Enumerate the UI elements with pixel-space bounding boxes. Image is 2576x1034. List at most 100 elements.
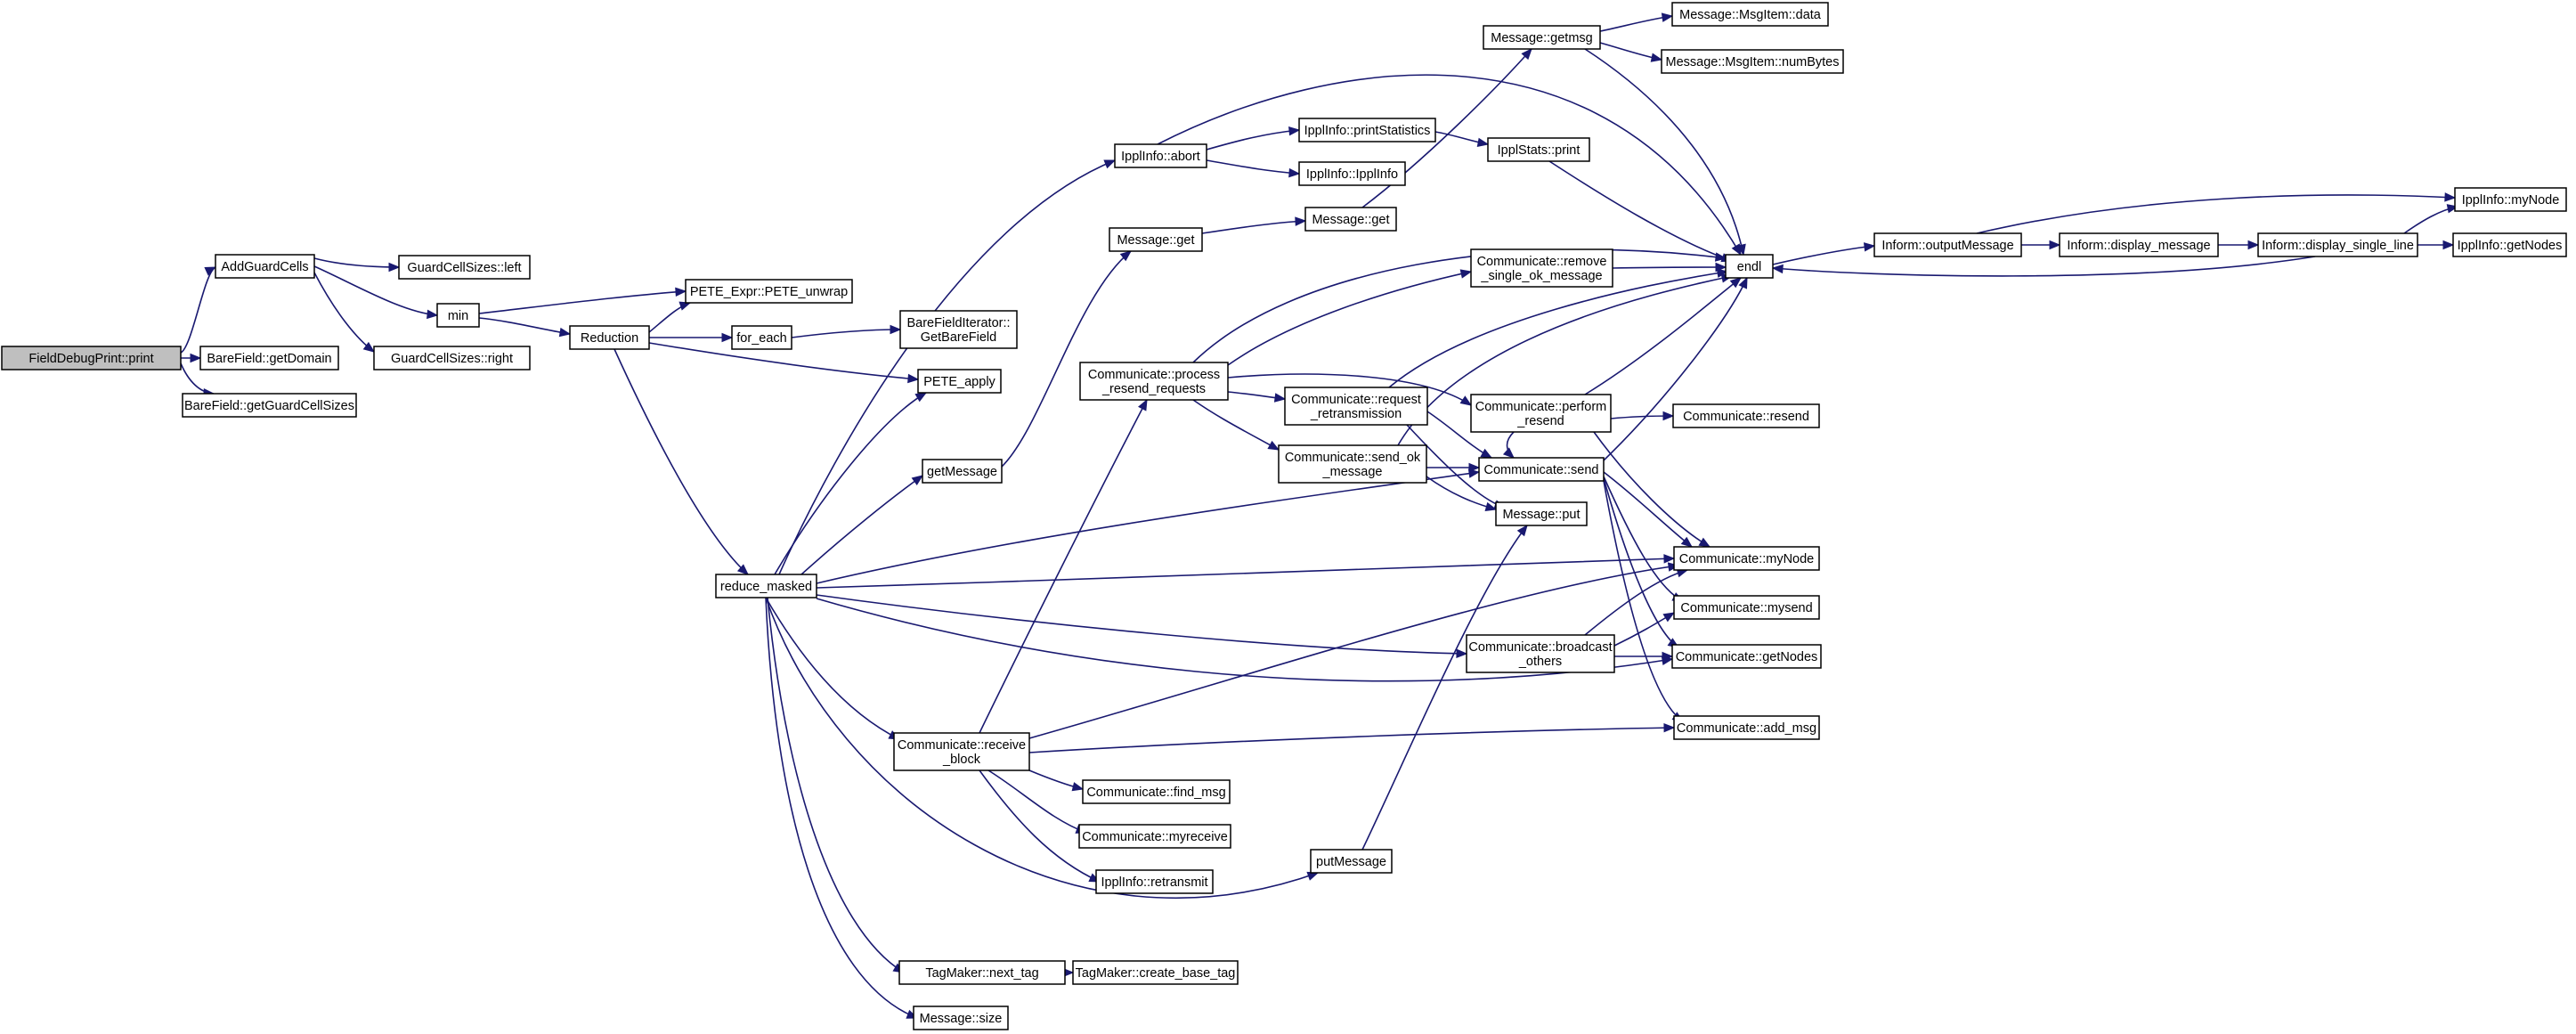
node-ipplinfo-mynode[interactable]: IpplInfo::myNode <box>2454 187 2567 212</box>
node-fielddebugprint-print[interactable]: FieldDebugPrint::print <box>1 346 182 370</box>
arrowhead-icon <box>914 392 928 403</box>
node-communicate-mysend[interactable]: Communicate::mysend <box>1673 595 1820 620</box>
arrowhead-icon <box>1071 782 1085 792</box>
node-box <box>1072 960 1239 985</box>
edge-n0-n2 <box>181 353 202 363</box>
edge-n8-n9 <box>648 332 734 343</box>
edge-line <box>1772 256 2316 277</box>
edge-n34-n41 <box>1603 471 1694 548</box>
node-communicate-broadcast-others[interactable]: Communicate::broadcast_others <box>1466 634 1615 673</box>
node-communicate-receive-block[interactable]: Communicate::receive_block <box>893 732 1030 771</box>
edge-line <box>313 257 400 268</box>
node-message-size[interactable]: Message::size <box>913 1006 1009 1030</box>
node-pete-apply[interactable]: PETE_apply <box>917 369 1002 394</box>
node-communicate-mynode[interactable]: Communicate::myNode <box>1673 546 1820 571</box>
node-ipplinfo-ipplinfo[interactable]: IpplInfo::IpplInfo <box>1298 161 1406 186</box>
node-barefielditerator-getbarefield[interactable]: BareFieldIterator::GetBareField <box>899 310 1018 349</box>
node-message-msgitem-numbytes[interactable]: Message::MsgItem::numBytes <box>1661 49 1844 74</box>
node-box <box>1478 457 1605 482</box>
node-barefield-getguardcellsizes[interactable]: BareField::getGuardCellSizes <box>182 393 357 418</box>
edge-line <box>1192 399 1280 451</box>
node-communicate-perform-resend[interactable]: Communicate::perform_resend <box>1470 394 1612 433</box>
node-communicate-getnodes[interactable]: Communicate::getNodes <box>1671 644 1822 669</box>
node-label: endl <box>1737 260 1761 274</box>
node-barefield-getdomain[interactable]: BareField::getDomain <box>199 346 339 370</box>
node-ipplstats-print[interactable]: IpplStats::print <box>1487 137 1590 162</box>
node-pete-expr-pete-unwrap[interactable]: PETE_Expr::PETE_unwrap <box>685 279 853 304</box>
node-min[interactable]: min <box>436 303 480 328</box>
node-guardcellsizes-left[interactable]: GuardCellSizes::left <box>398 255 531 280</box>
node-for-each[interactable]: for_each <box>731 325 792 350</box>
node-endl[interactable]: endl <box>1725 254 1774 279</box>
node-label: IpplInfo::abort <box>1121 150 1200 164</box>
node-label: Message::MsgItem::data <box>1679 8 1822 22</box>
node-box <box>1671 2 1829 27</box>
node-message-get[interactable]: Message::get <box>1109 227 1203 252</box>
arrowhead-icon <box>1480 448 1493 459</box>
node-reduction[interactable]: Reduction <box>569 325 650 350</box>
node-label: _resend_requests <box>1101 382 1206 396</box>
edge-line <box>614 348 749 575</box>
arrowhead-icon <box>1738 276 1748 289</box>
node-label: TagMaker::next_tag <box>925 966 1038 981</box>
node-message-getmsg[interactable]: Message::getmsg <box>1483 25 1601 50</box>
node-box <box>731 325 792 350</box>
node-inform-display-message[interactable]: Inform::display_message <box>2059 232 2219 257</box>
node-getmessage[interactable]: getMessage <box>922 459 1003 484</box>
edge-line <box>1603 471 1693 548</box>
node-communicate-myreceive[interactable]: Communicate::myreceive <box>1078 824 1231 849</box>
arrowhead-icon <box>1459 269 1473 279</box>
node-ipplinfo-printstatistics[interactable]: IpplInfo::printStatistics <box>1298 118 1436 142</box>
node-message-get[interactable]: Message::get <box>1304 207 1397 232</box>
node-box <box>1 346 182 370</box>
node-inform-outputmessage[interactable]: Inform::outputMessage <box>1873 232 2022 257</box>
node-communicate-request-retransmission[interactable]: Communicate::request_retransmission <box>1284 387 1428 426</box>
node-tagmaker-next-tag[interactable]: TagMaker::next_tag <box>898 960 1066 985</box>
node-label: Communicate::mysend <box>1680 601 1812 615</box>
node-box <box>1725 254 1774 279</box>
node-label: AddGuardCells <box>221 260 308 274</box>
edge-n8-n7 <box>648 301 692 333</box>
node-ipplinfo-abort[interactable]: IpplInfo::abort <box>1114 143 1207 168</box>
node-communicate-resend[interactable]: Communicate::resend <box>1672 403 1820 428</box>
arrowhead-icon <box>427 309 439 320</box>
node-box <box>1298 118 1436 142</box>
node-message-put[interactable]: Message::put <box>1495 501 1588 526</box>
edge-n11-n17 <box>765 597 901 740</box>
node-communicate-process-resend-requests[interactable]: Communicate::process_resend_requests <box>1079 362 1229 401</box>
edge-line <box>816 598 1673 682</box>
node-reduce-masked[interactable]: reduce_masked <box>715 574 817 598</box>
arrowhead-icon <box>2049 240 2061 250</box>
node-communicate-find-msg[interactable]: Communicate::find_msg <box>1082 779 1231 804</box>
node-label: Communicate::resend <box>1683 410 1809 424</box>
edge-n17-n21 <box>1028 769 1085 792</box>
edge-n15-n14 <box>1001 250 1133 468</box>
node-label: Communicate::perform <box>1475 400 1606 414</box>
node-label: _message <box>1322 465 1383 479</box>
edge-line <box>1206 159 1300 175</box>
node-inform-display-single-line[interactable]: Inform::display_single_line <box>2257 232 2418 257</box>
edge-n11-n41 <box>816 554 1676 589</box>
node-communicate-send-ok-message[interactable]: Communicate::send_ok_message <box>1278 444 1427 484</box>
edge-n33-n41 <box>1593 431 1711 548</box>
node-ipplinfo-getnodes[interactable]: IpplInfo::getNodes <box>2452 232 2567 257</box>
node-box <box>1079 362 1229 401</box>
node-ipplinfo-retransmit[interactable]: IpplInfo::retransmit <box>1095 869 1214 894</box>
edge-n11-n19 <box>767 597 906 973</box>
node-label: for_each <box>736 331 786 346</box>
node-communicate-send[interactable]: Communicate::send <box>1478 457 1605 482</box>
node-guardcellsizes-right[interactable]: GuardCellSizes::right <box>373 346 531 370</box>
edge-line <box>778 159 1116 575</box>
node-communicate-add-msg[interactable]: Communicate::add_msg <box>1673 715 1820 740</box>
node-box <box>1483 25 1601 50</box>
node-communicate-remove-single-ok-message[interactable]: Communicate::remove_single_ok_message <box>1470 248 1613 288</box>
node-putmessage[interactable]: putMessage <box>1310 849 1393 874</box>
node-label: Communicate::process <box>1088 368 1220 382</box>
node-message-msgitem-data[interactable]: Message::MsgItem::data <box>1671 2 1829 27</box>
node-addguardcells[interactable]: AddGuardCells <box>215 254 315 279</box>
edge-line <box>478 290 687 314</box>
arrowhead-icon <box>1467 468 1481 478</box>
edge-n5-n7 <box>478 287 687 314</box>
node-tagmaker-create-base-tag[interactable]: TagMaker::create_base_tag <box>1072 960 1239 985</box>
edge-line <box>1599 15 1673 32</box>
